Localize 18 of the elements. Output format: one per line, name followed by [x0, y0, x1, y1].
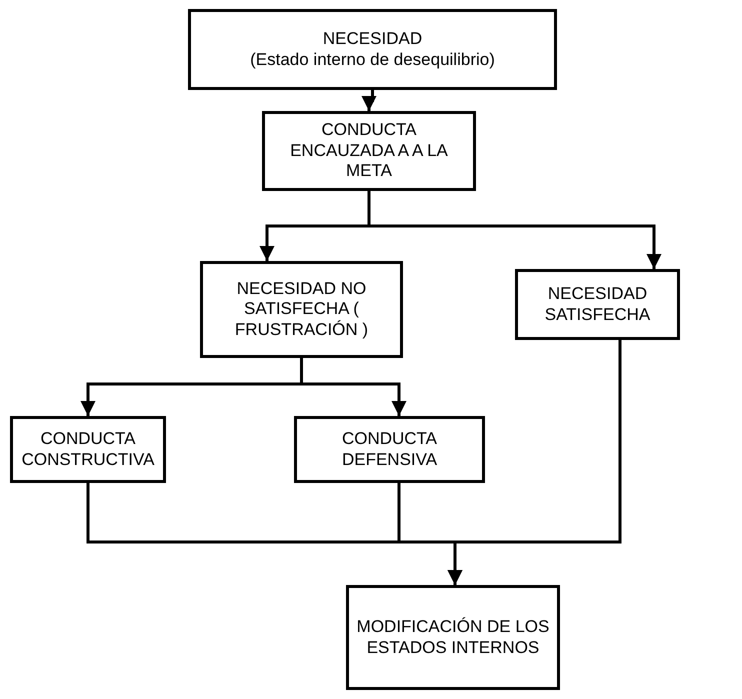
- process-box: [10, 416, 166, 483]
- arrow: [362, 90, 376, 111]
- box-text: CONDUCTA ENCAUZADA A A LA META: [289, 120, 449, 182]
- box-text: CONDUCTA DEFENSIVA: [340, 429, 438, 470]
- process-box: [346, 585, 560, 690]
- arrow: [368, 191, 662, 269]
- process-box: [200, 261, 403, 358]
- process-box: [515, 269, 680, 340]
- process-box: [294, 416, 485, 483]
- box-text: (Estado interno de desequilibrio): [250, 50, 495, 70]
- process-box: [262, 111, 476, 191]
- process-box: [188, 9, 557, 90]
- box-text: MODIFICACIÓN DE LOS ESTADOS INTERNOS: [356, 617, 550, 658]
- box-text: CONDUCTA CONSTRUCTIVA: [20, 429, 156, 470]
- box-text: NECESIDAD NO SATISFECHA ( FRUSTRACIÓN ): [234, 278, 370, 340]
- arrow: [448, 340, 622, 585]
- box-text: NECESIDAD: [322, 29, 422, 50]
- box-text: NECESIDAD SATISFECHA: [544, 284, 652, 325]
